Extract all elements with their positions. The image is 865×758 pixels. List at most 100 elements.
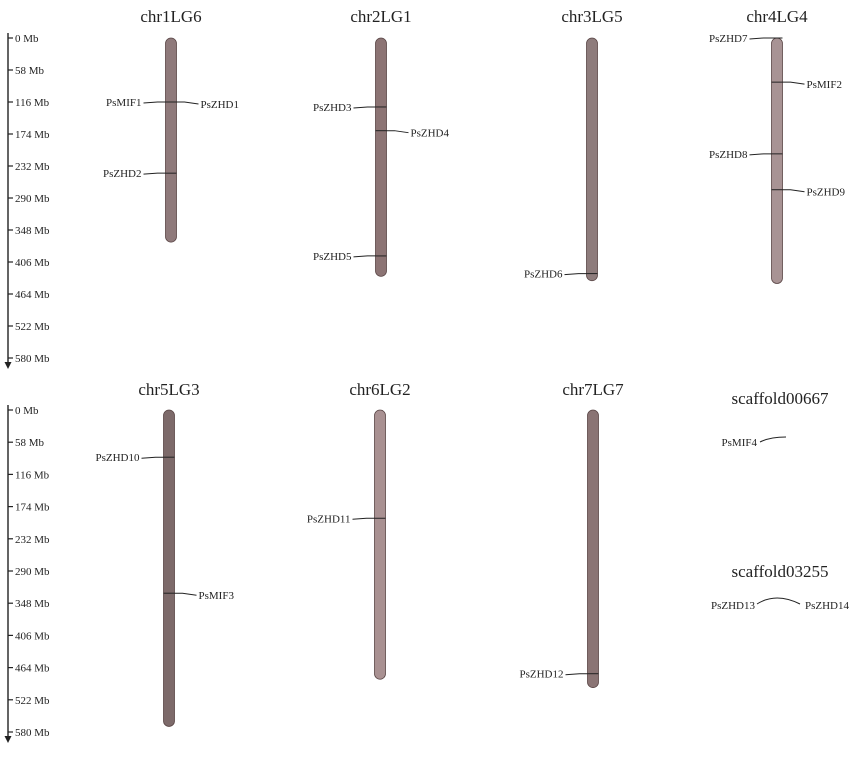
gene-label: PsMIF1 — [106, 97, 141, 109]
chromosome-bar — [374, 409, 386, 680]
gene-leader-line — [143, 172, 166, 175]
gene-leader-line — [143, 101, 166, 104]
scaffold-title: scaffold03255 — [732, 562, 829, 581]
gene-leader-line — [782, 81, 805, 85]
gene-leader-line — [353, 255, 376, 258]
gene-label: PsZHD13 — [711, 600, 756, 612]
scale-tick-label: 464 Mb — [15, 289, 50, 301]
gene-marker: PsZHD12 — [519, 669, 599, 681]
scale-tick-label: 58 Mb — [15, 437, 45, 449]
scale-tick-label: 0 Mb — [15, 33, 39, 45]
scale-tick-label: 348 Mb — [15, 225, 50, 237]
gene-leader-line — [782, 189, 805, 193]
scale-tick-label: 174 Mb — [15, 129, 50, 141]
scale-tick-label: 522 Mb — [15, 695, 50, 707]
chromosome-bar — [375, 37, 387, 277]
gene-label: PsZHD7 — [709, 33, 748, 45]
chromosome-bar — [771, 37, 783, 284]
gene-leader-line — [759, 436, 787, 443]
gene-leader-line — [176, 101, 199, 105]
chromosome-bar — [586, 37, 598, 282]
chromosome-title: chr6LG2 — [349, 380, 410, 399]
gene-marker: PsZHD8 — [709, 149, 783, 161]
gene-label: PsZHD11 — [307, 513, 351, 525]
gene-leader-line — [565, 673, 588, 676]
gene-leader-line — [749, 153, 772, 156]
gene-label: PsZHD5 — [313, 251, 352, 263]
scale-tick-label: 174 Mb — [15, 502, 50, 514]
gene-marker: PsZHD11 — [307, 513, 386, 525]
gene-leader-line — [386, 130, 409, 134]
scale-tick-label: 58 Mb — [15, 65, 45, 77]
gene-label: PsZHD1 — [201, 99, 240, 111]
scale-tick-label: 464 Mb — [15, 663, 50, 675]
gene-label: PsMIF3 — [199, 590, 235, 602]
gene-label: PsZHD12 — [519, 669, 563, 681]
gene-leader-line — [141, 456, 164, 459]
gene-label: PsZHD10 — [95, 452, 140, 464]
gene-marker: PsZHD7 — [709, 33, 783, 45]
scaffold-title: scaffold00667 — [732, 389, 829, 408]
scale-tick-label: 406 Mb — [15, 630, 50, 642]
gene-label: PsZHD3 — [313, 102, 352, 114]
gene-leader-line — [353, 106, 376, 109]
scale-tick-label: 348 Mb — [15, 598, 50, 610]
gene-marker: PsZHD10 — [95, 452, 175, 464]
gene-leader-line — [352, 517, 375, 520]
gene-marker: PsZHD3 — [313, 102, 387, 114]
gene-label: PsZHD2 — [103, 168, 142, 180]
scale-tick-label: 0 Mb — [15, 405, 39, 417]
scale-tick-label: 232 Mb — [15, 534, 50, 546]
gene-label: PsZHD8 — [709, 149, 748, 161]
scale-tick-label: 116 Mb — [15, 469, 50, 481]
scale-tick-label: 406 Mb — [15, 257, 50, 269]
scale-tick-label: 290 Mb — [15, 566, 50, 578]
chromosome-title: chr4LG4 — [746, 7, 808, 26]
scale-tick-label: 232 Mb — [15, 161, 50, 173]
scale-tick-label: 580 Mb — [15, 353, 50, 365]
gene-marker: PsZHD4 — [375, 128, 450, 140]
scale-tick-label: 580 Mb — [15, 727, 50, 739]
chromosome-title: chr3LG5 — [561, 7, 622, 26]
gene-leader-line — [749, 37, 772, 40]
gene-leader-line — [564, 273, 587, 276]
gene-marker: PsMIF3 — [163, 590, 235, 602]
gene-leader-line — [756, 597, 801, 605]
gene-marker: PsZHD6 — [524, 269, 598, 281]
gene-marker: PsZHD9 — [771, 187, 846, 199]
chromosome-bar — [587, 409, 599, 688]
gene-leader-line — [174, 592, 197, 596]
gene-marker: PsZHD5 — [313, 251, 387, 263]
gene-label: PsMIF4 — [722, 437, 758, 449]
scale-tick-label: 522 Mb — [15, 321, 50, 333]
gene-marker: PsZHD2 — [103, 168, 177, 180]
gene-label: PsMIF2 — [807, 79, 842, 91]
arrow-down-icon — [4, 362, 12, 369]
chromosome-title: chr7LG7 — [562, 380, 624, 399]
gene-label: PsZHD6 — [524, 269, 563, 281]
gene-label: PsZHD14 — [805, 600, 850, 612]
gene-marker: PsZHD1 — [165, 99, 240, 111]
arrow-down-icon — [4, 736, 12, 743]
scale-bar: 0 Mb 58 Mb 116 Mb 174 Mb 232 Mb 290 Mb 348 Mb 4… — [4, 33, 50, 369]
gene-label: PsZHD4 — [411, 128, 450, 140]
scale-tick-label: 290 Mb — [15, 193, 50, 205]
scale-tick-label: 116 Mb — [15, 97, 50, 109]
chromosome-title: chr5LG3 — [138, 380, 199, 399]
chromosome-title: chr1LG6 — [140, 7, 201, 26]
gene-label: PsZHD9 — [807, 187, 846, 199]
scale-bar: 0 Mb 58 Mb 116 Mb 174 Mb 232 Mb 290 Mb 348 Mb 4… — [4, 405, 50, 743]
gene-marker: PsMIF2 — [771, 79, 842, 91]
